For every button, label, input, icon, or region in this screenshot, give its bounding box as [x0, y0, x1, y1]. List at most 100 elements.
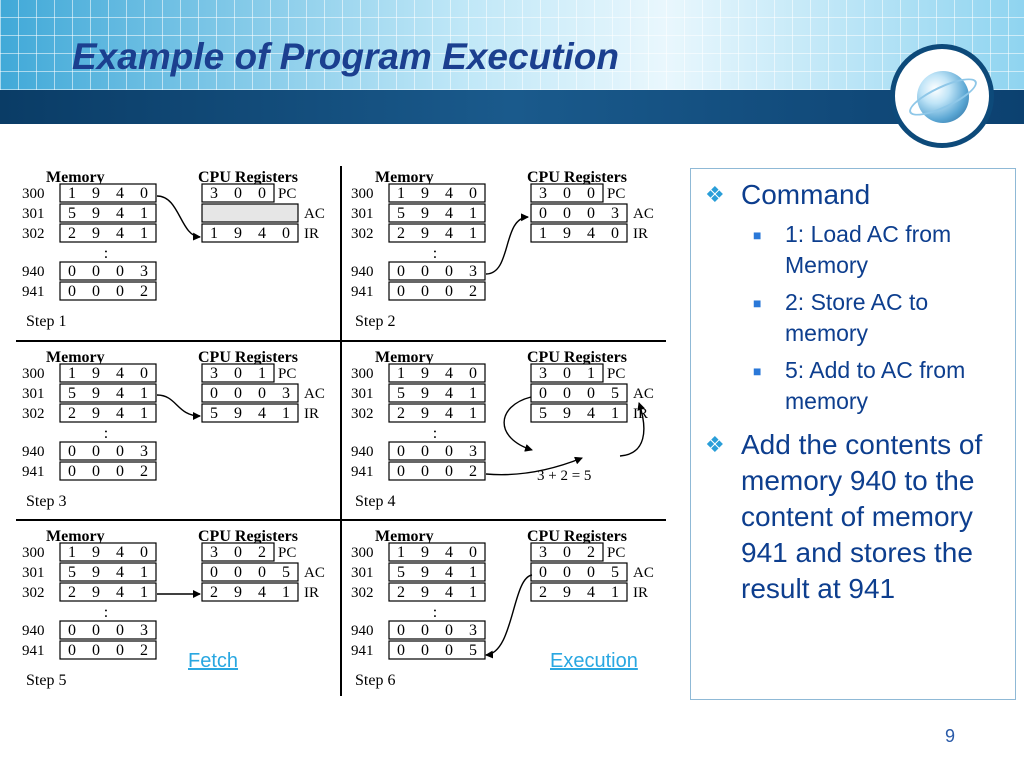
memory-word-digit: 0	[92, 283, 100, 300]
globe-icon	[917, 71, 969, 123]
register-ir-digit: 0	[282, 225, 290, 242]
memory-word-box	[59, 441, 157, 461]
register-pc-digit: 3	[210, 544, 218, 561]
memory-word-digit: 2	[140, 283, 148, 300]
square-bullet-icon: ■	[753, 363, 762, 379]
memory-word-digit: 1	[469, 405, 477, 422]
step-label: Step 5	[26, 672, 66, 689]
memory-word-digit: 9	[92, 385, 100, 402]
memory-word-box	[59, 582, 157, 602]
register-label-pc: PC	[607, 186, 625, 202]
register-ir-box	[530, 403, 628, 423]
memory-address: 941	[22, 464, 45, 480]
register-ac-digit: 5	[611, 564, 619, 581]
register-pc-digit: 1	[587, 365, 595, 382]
memory-word-box	[388, 461, 486, 481]
arrow-fetch-step1	[156, 195, 201, 241]
register-pc-digit: 0	[563, 185, 571, 202]
register-ir-digit: 9	[563, 225, 571, 242]
memory-word-digit: 1	[140, 584, 148, 601]
register-ir-box	[201, 223, 299, 243]
memory-word-digit: 9	[92, 205, 100, 222]
memory-address: 302	[22, 226, 45, 242]
register-pc-digit: 0	[234, 544, 242, 561]
memory-word-box	[59, 640, 157, 660]
register-ir-digit: 1	[539, 225, 547, 242]
step-label: Step 1	[26, 313, 66, 330]
memory-word-box	[388, 620, 486, 640]
register-label-ac: AC	[633, 386, 654, 402]
execution-link: Execution	[550, 650, 638, 672]
memory-address: 940	[351, 444, 374, 460]
memory-word-digit: 4	[116, 365, 124, 382]
memory-word-digit: 9	[421, 205, 429, 222]
memory-word-digit: 4	[116, 564, 124, 581]
register-ac-digit: 0	[258, 385, 266, 402]
memory-word-digit: 1	[397, 185, 405, 202]
four-diamond-icon: ❖	[705, 432, 725, 457]
register-ac-digit: 0	[210, 564, 218, 581]
memory-word-digit: 0	[92, 463, 100, 480]
memory-word-box	[59, 363, 157, 383]
memory-word-digit: 0	[92, 642, 100, 659]
register-ir-box	[201, 403, 299, 423]
register-ac-digit: 0	[539, 205, 547, 222]
memory-word-digit: 3	[140, 622, 148, 639]
register-ir-digit: 4	[587, 225, 595, 242]
memory-word-digit: 4	[116, 185, 124, 202]
memory-address: 940	[22, 623, 45, 639]
register-ac-digit: 0	[587, 385, 595, 402]
memory-word-digit: 2	[469, 463, 477, 480]
memory-address: 301	[351, 206, 374, 222]
memory-word-digit: 0	[92, 622, 100, 639]
memory-word-box	[59, 542, 157, 562]
cpu-registers-header: CPU Registers	[527, 528, 627, 545]
register-ir-digit: 4	[258, 405, 266, 422]
register-ac-digit: 0	[234, 564, 242, 581]
cpu-registers-header: CPU Registers	[198, 349, 298, 366]
memory-word-digit: 4	[116, 205, 124, 222]
memory-continuation-mark: :	[433, 604, 437, 621]
register-pc-box	[201, 542, 275, 562]
register-ac-digit: 0	[210, 385, 218, 402]
register-ir-digit: 5	[210, 405, 218, 422]
memory-word-digit: 4	[445, 385, 453, 402]
register-label-pc: PC	[607, 366, 625, 382]
memory-word-digit: 2	[140, 642, 148, 659]
memory-word-digit: 0	[469, 185, 477, 202]
memory-word-box	[388, 383, 486, 403]
memory-address: 940	[22, 444, 45, 460]
memory-word-digit: 0	[140, 365, 148, 382]
memory-address: 301	[351, 565, 374, 581]
sub-bullet-add: ■ 5: Add to AC from memory	[753, 355, 1015, 417]
memory-header: Memory	[375, 169, 434, 186]
memory-word-digit: 0	[116, 642, 124, 659]
memory-word-box	[388, 281, 486, 301]
register-pc-box	[530, 183, 604, 203]
register-label-ir: IR	[304, 226, 319, 242]
register-ir-digit: 4	[587, 405, 595, 422]
memory-word-digit: 9	[421, 385, 429, 402]
memory-word-box	[59, 281, 157, 301]
memory-word-digit: 5	[68, 205, 76, 222]
memory-word-digit: 2	[68, 584, 76, 601]
register-label-ir: IR	[633, 226, 648, 242]
memory-word-digit: 0	[445, 642, 453, 659]
header-grid-background	[0, 0, 1024, 90]
memory-address: 941	[351, 464, 374, 480]
register-ac-digit: 0	[563, 385, 571, 402]
register-pc-digit: 3	[539, 544, 547, 561]
memory-header: Memory	[46, 349, 105, 366]
register-pc-digit: 3	[539, 365, 547, 382]
arrow-fetch-step3	[156, 394, 201, 420]
memory-word-digit: 4	[445, 564, 453, 581]
memory-address: 301	[22, 565, 45, 581]
register-ir-box	[201, 582, 299, 602]
register-pc-digit: 3	[210, 365, 218, 382]
sub-bullet-text: 1: Load AC from Memory	[785, 221, 952, 278]
memory-word-digit: 1	[469, 564, 477, 581]
register-ac-digit: 3	[282, 385, 290, 402]
memory-word-digit: 2	[397, 225, 405, 242]
memory-word-digit: 9	[421, 544, 429, 561]
memory-word-digit: 1	[68, 544, 76, 561]
